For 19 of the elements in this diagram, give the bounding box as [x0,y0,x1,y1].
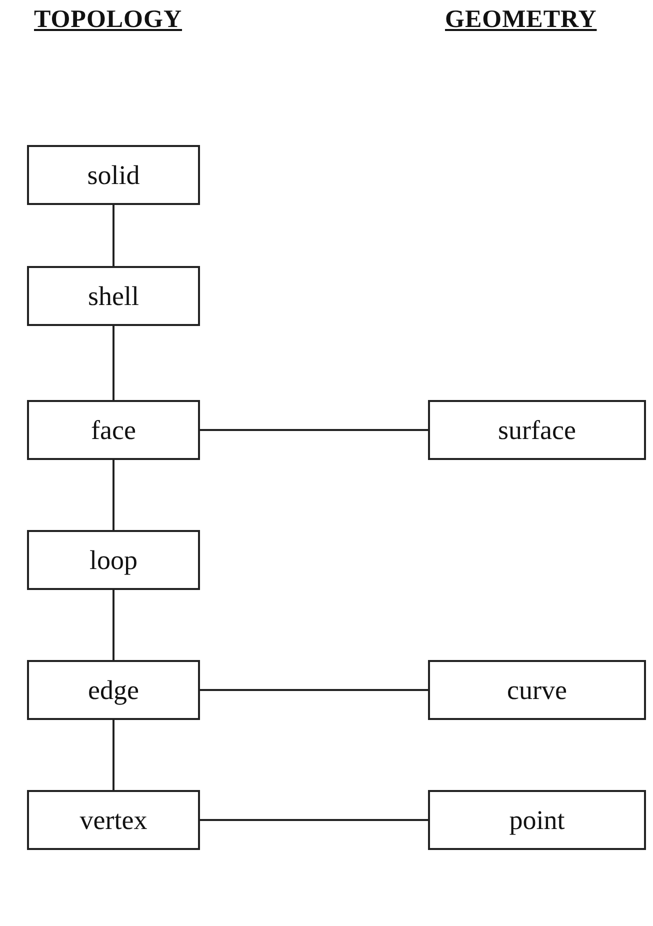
connector-line [200,689,428,691]
connector-line [112,205,114,266]
connector-line [112,720,114,790]
entity-box: loop [27,530,200,590]
entity-box: edge [27,660,200,720]
connector-line [200,429,428,431]
connector-line [112,460,114,530]
entity-box: shell [27,266,200,326]
entity-box: surface [428,400,646,460]
column-heading: TOPOLOGY [34,6,182,34]
entity-box: point [428,790,646,850]
connector-line [112,326,114,400]
connector-line [112,590,114,660]
entity-box: curve [428,660,646,720]
connector-line [200,819,428,821]
entity-box: vertex [27,790,200,850]
entity-box: face [27,400,200,460]
column-heading: GEOMETRY [445,6,597,34]
entity-box: solid [27,145,200,205]
